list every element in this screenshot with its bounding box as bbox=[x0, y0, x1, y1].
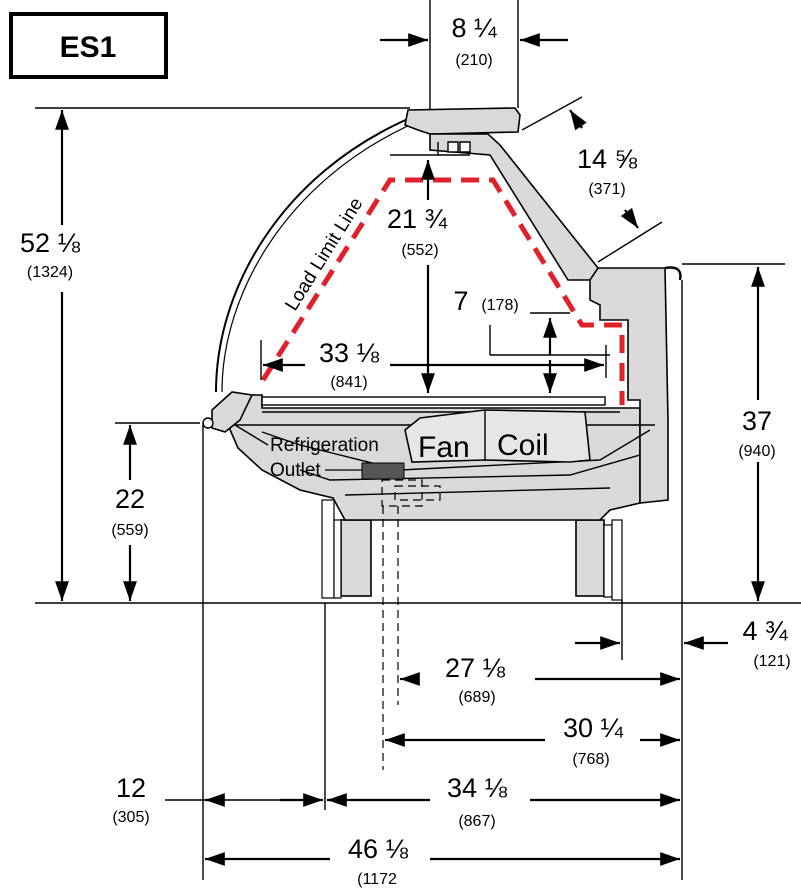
svg-text:(1172: (1172 bbox=[357, 871, 397, 888]
svg-text:34 ⅛: 34 ⅛ bbox=[447, 773, 508, 803]
svg-text:4 ¾: 4 ¾ bbox=[742, 616, 788, 646]
svg-text:(689): (689) bbox=[458, 689, 495, 706]
svg-text:33 ⅛: 33 ⅛ bbox=[319, 338, 380, 368]
title-text: ES1 bbox=[60, 31, 117, 64]
dim-drain-to-back: 30 ¼ (768) bbox=[385, 713, 680, 768]
svg-text:27 ⅛: 27 ⅛ bbox=[445, 653, 506, 683]
svg-text:(559): (559) bbox=[111, 522, 148, 539]
svg-text:14 ⅝: 14 ⅝ bbox=[577, 144, 638, 174]
dim-front-overhang: 12 (305) bbox=[112, 773, 323, 826]
fan-label: Fan bbox=[418, 431, 470, 464]
dim-rear-offset: 4 ¾ (121) bbox=[575, 616, 791, 670]
svg-text:46 ⅛: 46 ⅛ bbox=[348, 834, 409, 864]
display-case: Fan Coil bbox=[202, 107, 682, 770]
dim-rear-height: 37 (940) bbox=[682, 263, 785, 601]
dim-top-width: 8 ¼ (210) bbox=[380, 0, 568, 110]
coil-label: Coil bbox=[497, 429, 549, 462]
svg-text:21 ¾: 21 ¾ bbox=[387, 204, 448, 234]
dim-canopy: 14 ⅝ (371) bbox=[521, 96, 663, 263]
svg-text:(1324): (1324) bbox=[27, 264, 73, 281]
svg-text:(371): (371) bbox=[588, 181, 625, 198]
svg-text:7: 7 bbox=[453, 286, 468, 316]
svg-text:(121): (121) bbox=[753, 653, 790, 670]
dim-overall-depth: 46 ⅛ (1172 bbox=[205, 834, 680, 888]
dim-shelf-rise: 7 (178) bbox=[453, 286, 610, 393]
front-leg bbox=[340, 519, 372, 597]
drain-fitting bbox=[381, 479, 441, 770]
rear-leg bbox=[575, 519, 605, 597]
svg-text:(210): (210) bbox=[455, 52, 492, 69]
dim-leg-span: 34 ⅛ (867) bbox=[327, 773, 680, 830]
svg-text:(178): (178) bbox=[481, 297, 518, 314]
title-box: ES1 bbox=[9, 12, 168, 79]
svg-text:(867): (867) bbox=[458, 813, 495, 830]
dim-outlet-to-back: 27 ⅛ (689) bbox=[400, 653, 680, 706]
dim-front-height: 22 (559) bbox=[111, 422, 200, 601]
dim-display-depth: 33 ⅛ (841) bbox=[260, 338, 607, 391]
refrigeration-label: Refrigeration bbox=[270, 435, 379, 456]
svg-text:52 ⅛: 52 ⅛ bbox=[20, 228, 81, 258]
svg-text:(305): (305) bbox=[112, 809, 149, 826]
svg-text:(940): (940) bbox=[738, 443, 775, 460]
svg-text:(552): (552) bbox=[401, 242, 438, 259]
svg-text:12: 12 bbox=[116, 773, 146, 803]
front-glass bbox=[215, 117, 411, 393]
dim-overall-height: 52 ⅛ (1324) bbox=[20, 107, 410, 601]
outlet-label: Outlet bbox=[270, 460, 321, 481]
display-shelf bbox=[261, 396, 606, 406]
svg-text:30 ¼: 30 ¼ bbox=[563, 713, 624, 743]
svg-text:(768): (768) bbox=[572, 751, 609, 768]
refrigeration-outlet bbox=[361, 462, 405, 480]
svg-text:37: 37 bbox=[742, 406, 772, 436]
load-limit-label: Load Limit Line bbox=[281, 194, 367, 314]
svg-text:8 ¼: 8 ¼ bbox=[451, 13, 497, 43]
dim-display-height: 21 ¾ (552) bbox=[387, 154, 470, 393]
svg-text:(841): (841) bbox=[330, 374, 367, 391]
load-limit-line bbox=[260, 177, 625, 405]
svg-text:22: 22 bbox=[115, 484, 145, 514]
